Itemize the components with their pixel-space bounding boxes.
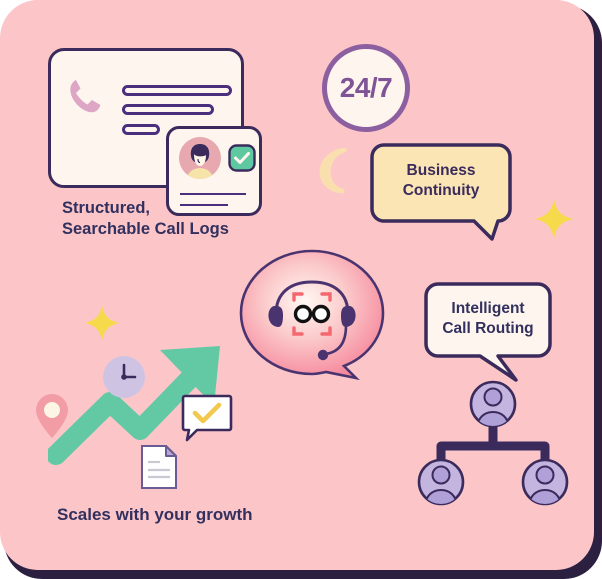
illustration-background: Structured, Searchable Call Logs Scales … bbox=[0, 0, 594, 570]
contact-card-line bbox=[180, 193, 246, 195]
badge-247-label: 24/7 bbox=[339, 72, 393, 103]
business-continuity-bubble[interactable] bbox=[370, 143, 518, 247]
routing-bubble-label: Intelligent Call Routing bbox=[442, 299, 534, 337]
verified-check-icon bbox=[228, 144, 256, 172]
phone-icon bbox=[70, 80, 101, 113]
user-avatar-icon bbox=[179, 137, 221, 179]
clock-icon bbox=[103, 356, 145, 398]
routing-bubble[interactable] bbox=[424, 282, 558, 388]
badge-247: 24/7 bbox=[322, 44, 410, 132]
org-chart bbox=[417, 380, 569, 506]
crescent-moon-icon bbox=[319, 148, 347, 194]
contact-card-line bbox=[180, 204, 228, 206]
sparkle-icon bbox=[534, 199, 574, 239]
sparkle-icon bbox=[84, 305, 120, 341]
business-continuity-label: Business Continuity bbox=[402, 161, 480, 199]
page-title-scales: Scales with your growth bbox=[57, 505, 253, 524]
headset-bot-icon[interactable] bbox=[238, 248, 386, 380]
call-log-line bbox=[122, 104, 214, 115]
call-log-line bbox=[122, 124, 160, 135]
document-icon bbox=[141, 445, 177, 489]
map-pin-icon bbox=[36, 394, 68, 438]
page-title-call-logs: Structured, Searchable Call Logs bbox=[62, 199, 229, 239]
org-node bbox=[417, 458, 465, 506]
org-node bbox=[469, 380, 517, 428]
call-log-line bbox=[122, 85, 232, 96]
org-node bbox=[521, 458, 569, 506]
check-bubble-icon bbox=[181, 394, 233, 442]
growth-arrow-icon bbox=[48, 346, 220, 465]
